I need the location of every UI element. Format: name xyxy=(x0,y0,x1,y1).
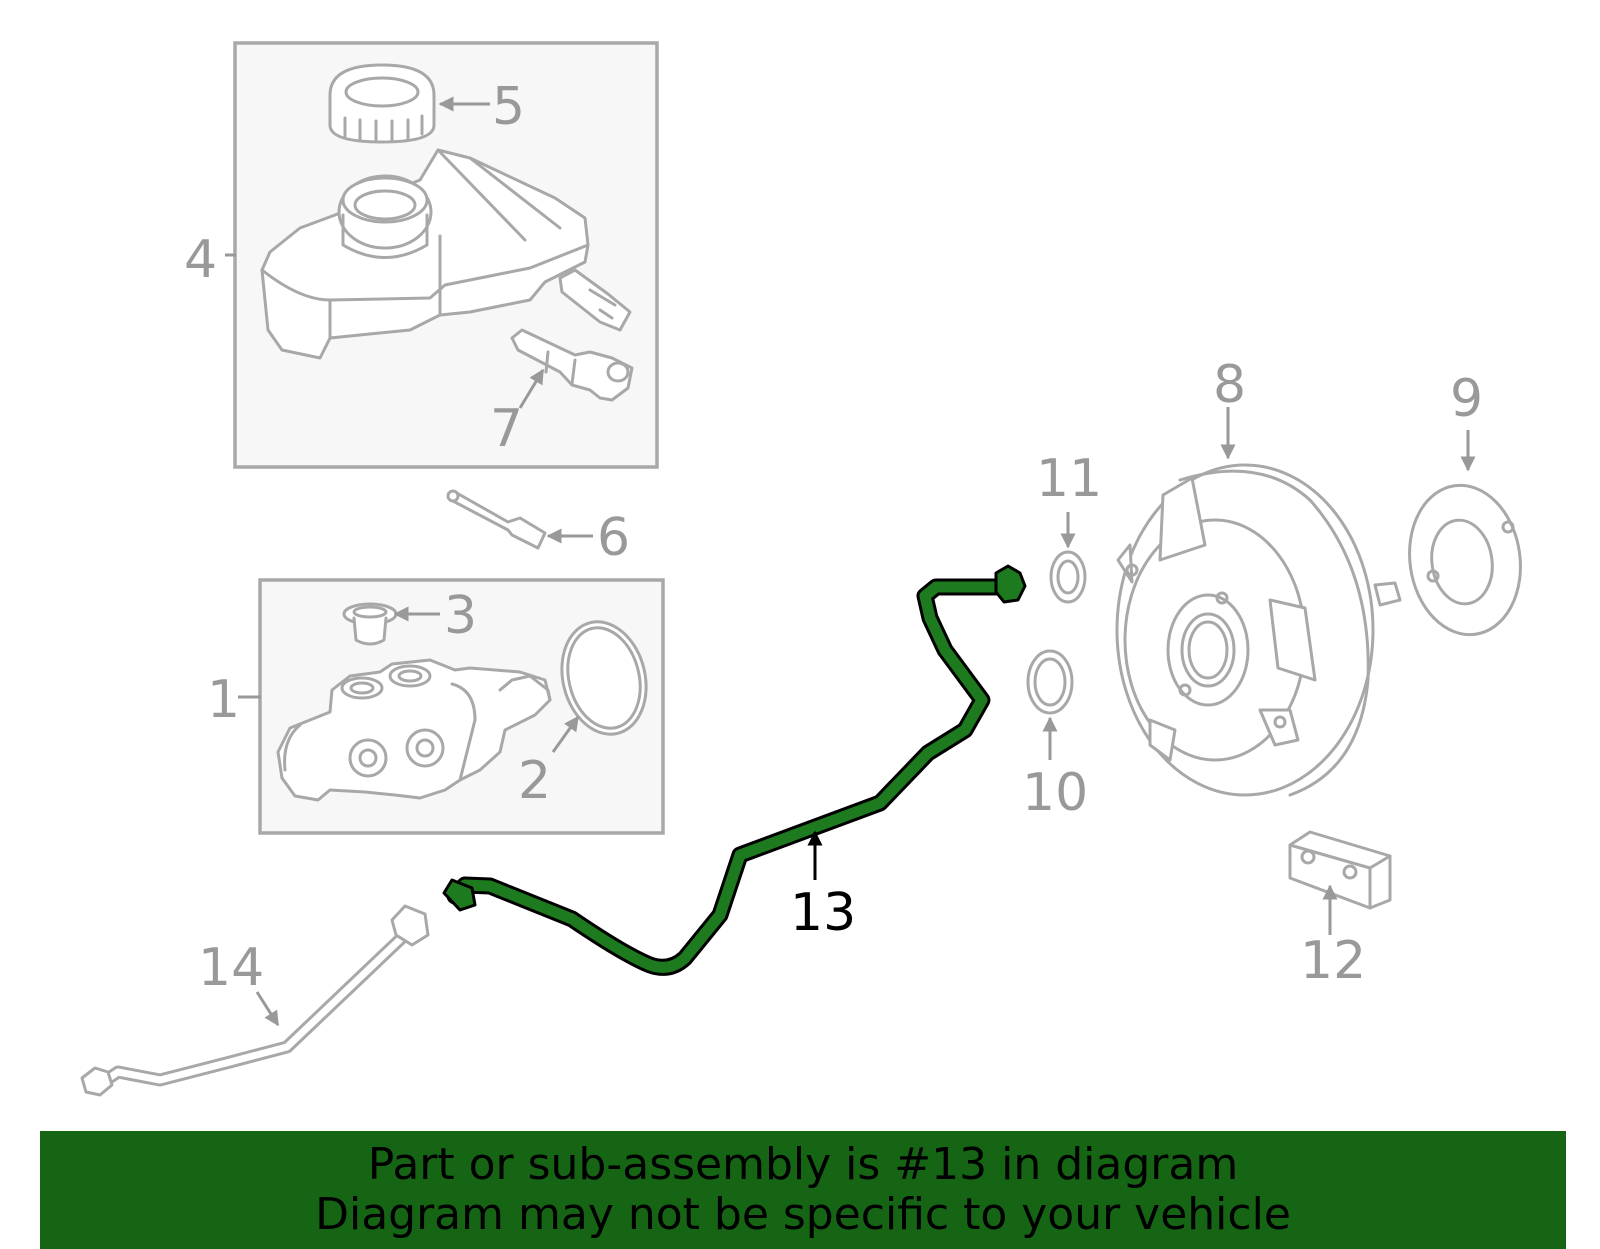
banner-line-1: Part or sub-assembly is #13 in diagram xyxy=(367,1139,1239,1190)
part-6-pin[interactable] xyxy=(446,489,547,550)
callout-4: 4 xyxy=(184,230,217,290)
part-13-brake-line-highlighted[interactable] xyxy=(442,564,1027,976)
callout-9: 9 xyxy=(1450,369,1483,429)
part-9-gasket[interactable] xyxy=(1400,478,1530,642)
callout-3: 3 xyxy=(444,586,477,646)
part-2-seal-ring[interactable] xyxy=(550,613,657,743)
callout-7: 7 xyxy=(490,399,523,459)
part-5-reservoir-cap[interactable] xyxy=(328,63,436,144)
callout-6: 6 xyxy=(597,508,630,568)
callout-10: 10 xyxy=(1022,763,1088,823)
leader-2 xyxy=(551,715,580,753)
leader-14 xyxy=(255,991,280,1027)
callout-12: 12 xyxy=(1300,931,1366,991)
banner-line-2: Diagram may not be specific to your vehi… xyxy=(315,1189,1291,1240)
callout-5: 5 xyxy=(492,77,525,137)
part-7-level-sensor[interactable] xyxy=(510,328,634,402)
leader-7 xyxy=(518,368,545,409)
part-8-brake-booster[interactable] xyxy=(1115,463,1402,797)
callout-8: 8 xyxy=(1213,355,1246,415)
part-1-master-cylinder[interactable] xyxy=(276,658,552,802)
part-11-seal[interactable] xyxy=(1049,550,1087,604)
part-10-seal[interactable] xyxy=(1026,649,1074,715)
part-14-brake-line[interactable] xyxy=(80,904,430,1097)
callout-11: 11 xyxy=(1036,449,1102,509)
callout-14: 14 xyxy=(198,938,264,998)
callout-13: 13 xyxy=(790,883,856,943)
part-12-bracket[interactable] xyxy=(1288,830,1392,910)
info-banner: Part or sub-assembly is #13 in diagram D… xyxy=(40,1131,1566,1249)
callout-2: 2 xyxy=(518,751,551,811)
callout-1: 1 xyxy=(207,670,240,730)
part-4-reservoir-tank[interactable] xyxy=(260,148,632,360)
